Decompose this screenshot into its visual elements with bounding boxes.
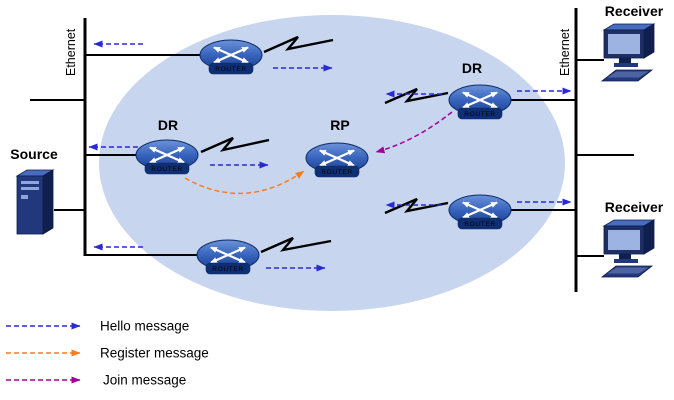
router-dr-right: [449, 85, 511, 119]
legend-hello-label: Hello message: [100, 319, 189, 334]
dr-left-label: DR: [158, 117, 178, 133]
receiver-bottom-computer-icon: [601, 219, 655, 278]
router-rp: [306, 143, 368, 177]
router-top-left: [200, 40, 262, 74]
source-computer-icon: [16, 169, 54, 235]
serial-link-dr-left: [200, 136, 270, 154]
dr-right-label: DR: [462, 60, 482, 76]
join-arrow: [375, 111, 453, 154]
serial-link-topleft: [263, 35, 334, 54]
legend: Hello message Register message Join mess…: [6, 319, 209, 388]
legend-join-label: Join message: [103, 373, 186, 388]
serial-link-bottomleft: [260, 236, 332, 254]
receiver-bottom-label: Receiver: [605, 199, 664, 215]
receiver-top-computer-icon: [601, 23, 655, 82]
hello-arrows: [88, 40, 572, 272]
link-lines: [30, 54, 634, 257]
serial-link-bottomright: [384, 197, 449, 215]
source-label: Source: [10, 146, 58, 162]
router-bottom-left: [197, 240, 259, 274]
receiver-top-label: Receiver: [605, 3, 664, 19]
serial-links: [200, 35, 449, 254]
router-dr-left: [136, 140, 198, 174]
router-bottom-right: [449, 195, 511, 229]
rp-label: RP: [330, 117, 349, 133]
ethernet-left-label: Ethernet: [64, 28, 78, 76]
ethernet-right-label: Ethernet: [558, 28, 572, 76]
ethernet-buses: [83, 8, 578, 292]
serial-link-dr-right: [384, 87, 449, 105]
legend-register-label: Register message: [100, 346, 209, 361]
